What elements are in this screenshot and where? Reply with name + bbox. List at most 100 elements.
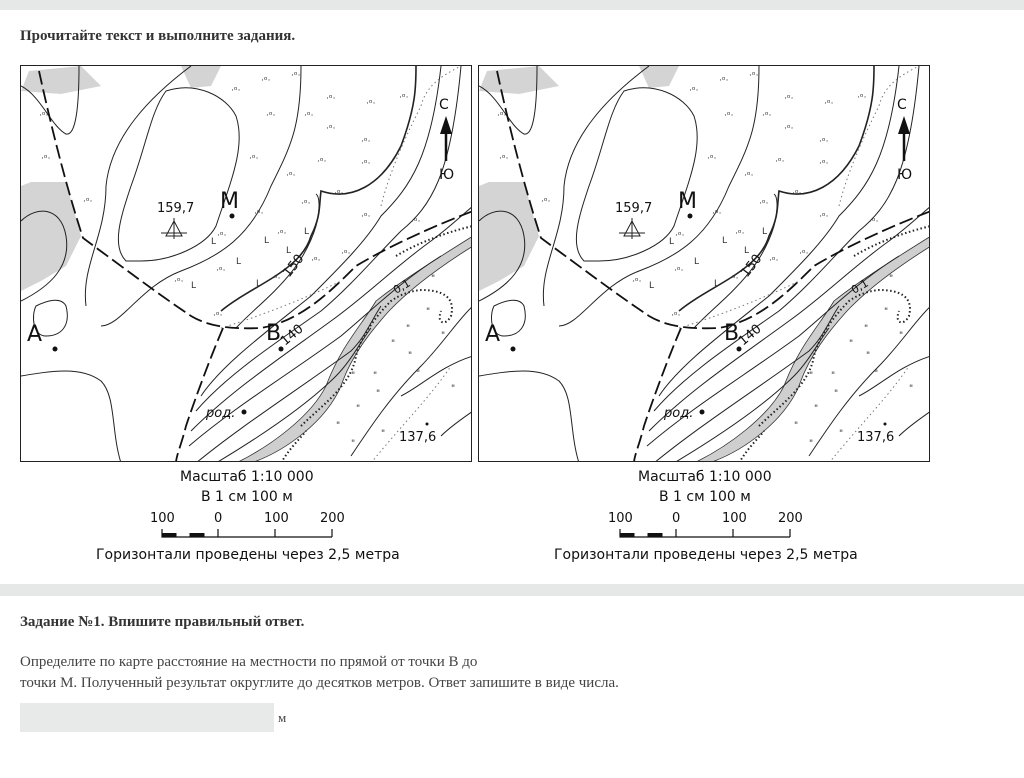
svg-text:": " [809, 439, 813, 449]
svg-text:·ᵒ·: ·ᵒ· [216, 266, 225, 276]
boundaries [678, 66, 920, 461]
svg-text:": " [391, 339, 395, 349]
svg-text:": " [899, 331, 903, 341]
contour-lines [21, 66, 471, 461]
svg-text:·ᵒ·: ·ᵒ· [326, 94, 335, 104]
svg-text:·ᵒ·: ·ᵒ· [541, 197, 550, 207]
svg-text:": " [351, 371, 355, 381]
svg-text:·ᵒ·: ·ᵒ· [334, 189, 343, 199]
gray-area [181, 66, 221, 88]
svg-text:·ᵒ·: ·ᵒ· [857, 93, 866, 103]
svg-text:·ᵒ·: ·ᵒ· [83, 197, 92, 207]
point-a-label: A [485, 322, 500, 347]
answer-input[interactable] [20, 703, 274, 732]
svg-text:": " [864, 324, 868, 334]
contour-label-140: 140 [736, 322, 765, 349]
scale-tick-label: 100 [608, 511, 633, 526]
svg-text:": " [416, 369, 420, 379]
cliff-lines [739, 225, 929, 461]
svg-text:L: L [191, 281, 196, 291]
svg-text:": " [834, 389, 838, 399]
map-image: ·ᵒ··ᵒ··ᵒ· ·ᵒ··ᵒ··ᵒ· ·ᵒ··ᵒ··ᵒ· ·ᵒ··ᵒ··ᵒ· … [20, 65, 472, 462]
svg-text:·ᵒ·: ·ᵒ· [304, 111, 313, 121]
svg-text:L: L [256, 279, 261, 289]
svg-text:·ᵒ·: ·ᵒ· [217, 231, 226, 241]
separator-band [0, 584, 1024, 596]
scale-text: В 1 см 100 м [201, 489, 293, 505]
north-arrow: С Ю [439, 97, 454, 183]
svg-text:·ᵒ·: ·ᵒ· [361, 212, 370, 222]
triangulation-point-icon [619, 218, 645, 239]
roads [38, 70, 471, 461]
svg-text:·ᵒ·: ·ᵒ· [674, 266, 683, 276]
svg-text:·ᵒ·: ·ᵒ· [39, 111, 48, 121]
gray-area [479, 182, 539, 291]
point-m-label: M [678, 189, 697, 214]
task-text-line: Определите по карте расстояние на местно… [20, 654, 478, 670]
svg-text:": " [874, 369, 878, 379]
contour-label-150: 150 [738, 252, 765, 281]
topographic-map-2: ·ᵒ··ᵒ··ᵒ· ·ᵒ··ᵒ··ᵒ· ·ᵒ··ᵒ··ᵒ· ·ᵒ··ᵒ··ᵒ· … [478, 65, 932, 585]
svg-text:": " [351, 439, 355, 449]
svg-text:·ᵒ·: ·ᵒ· [411, 217, 420, 227]
map-drawing: ·ᵒ··ᵒ··ᵒ· ·ᵒ··ᵒ··ᵒ· ·ᵒ··ᵒ··ᵒ· ·ᵒ··ᵒ··ᵒ· … [479, 66, 929, 461]
svg-text:": " [809, 371, 813, 381]
svg-text:": " [814, 404, 818, 414]
svg-text:·ᵒ·: ·ᵒ· [361, 137, 370, 147]
contour-label-140: 140 [278, 322, 307, 349]
south-label: Ю [439, 167, 454, 183]
triangulation-point-icon [161, 218, 187, 239]
svg-text:": " [451, 384, 455, 394]
svg-text:·ᵒ·: ·ᵒ· [759, 199, 768, 209]
svg-text:": " [336, 421, 340, 431]
svg-text:·ᵒ·: ·ᵒ· [689, 86, 698, 96]
point-m-dot [229, 213, 235, 219]
gray-area [479, 66, 559, 94]
north-label: С [897, 97, 907, 113]
svg-text:·ᵒ·: ·ᵒ· [769, 256, 778, 266]
north-arrow: С Ю [897, 97, 912, 183]
svg-text:": " [866, 351, 870, 361]
svg-text:·ᵒ·: ·ᵒ· [819, 137, 828, 147]
svg-text:": " [441, 331, 445, 341]
svg-text:·ᵒ·: ·ᵒ· [735, 229, 744, 239]
svg-text:": " [849, 339, 853, 349]
svg-text:·ᵒ·: ·ᵒ· [301, 199, 310, 209]
height-label-top: 159,7 [157, 201, 194, 216]
spring-dot [699, 409, 705, 415]
svg-text:·ᵒ·: ·ᵒ· [719, 76, 728, 86]
svg-text:·ᵒ·: ·ᵒ· [499, 154, 508, 164]
roads [496, 70, 929, 461]
gray-area [639, 66, 679, 88]
height-label-bottom: 137,6 [399, 430, 436, 445]
svg-text:": " [831, 371, 835, 381]
svg-text:·ᵒ·: ·ᵒ· [326, 124, 335, 134]
svg-text:": " [889, 274, 893, 284]
svg-text:": " [406, 324, 410, 334]
svg-text:·ᵒ·: ·ᵒ· [775, 157, 784, 167]
svg-text:·ᵒ·: ·ᵒ· [249, 154, 258, 164]
answer-unit: м [278, 710, 287, 725]
svg-text:L: L [211, 237, 216, 247]
svg-text:·ᵒ·: ·ᵒ· [291, 71, 300, 81]
point-a-label: A [27, 322, 42, 347]
contour-label-150: 150 [280, 252, 307, 281]
svg-text:·ᵒ·: ·ᵒ· [231, 86, 240, 96]
svg-text:·ᵒ·: ·ᵒ· [744, 171, 753, 181]
svg-text:L: L [762, 227, 767, 237]
svg-text:L: L [236, 257, 241, 267]
scale-tick-label: 0 [214, 511, 223, 526]
point-b-dot [278, 346, 284, 352]
svg-text:·ᵒ·: ·ᵒ· [399, 93, 408, 103]
svg-text:L: L [722, 236, 727, 246]
gray-area [21, 66, 101, 94]
svg-text:·ᵒ·: ·ᵒ· [261, 76, 270, 86]
svg-text:·ᵒ·: ·ᵒ· [341, 249, 350, 259]
svg-text:·ᵒ·: ·ᵒ· [632, 277, 641, 287]
svg-text:·ᵒ·: ·ᵒ· [819, 159, 828, 169]
svg-text:·ᵒ·: ·ᵒ· [361, 159, 370, 169]
svg-text:·ᵒ·: ·ᵒ· [675, 231, 684, 241]
svg-text:": " [356, 404, 360, 414]
svg-text:·ᵒ·: ·ᵒ· [41, 154, 50, 164]
task-text: Определите по карте расстояние на местно… [20, 652, 619, 694]
